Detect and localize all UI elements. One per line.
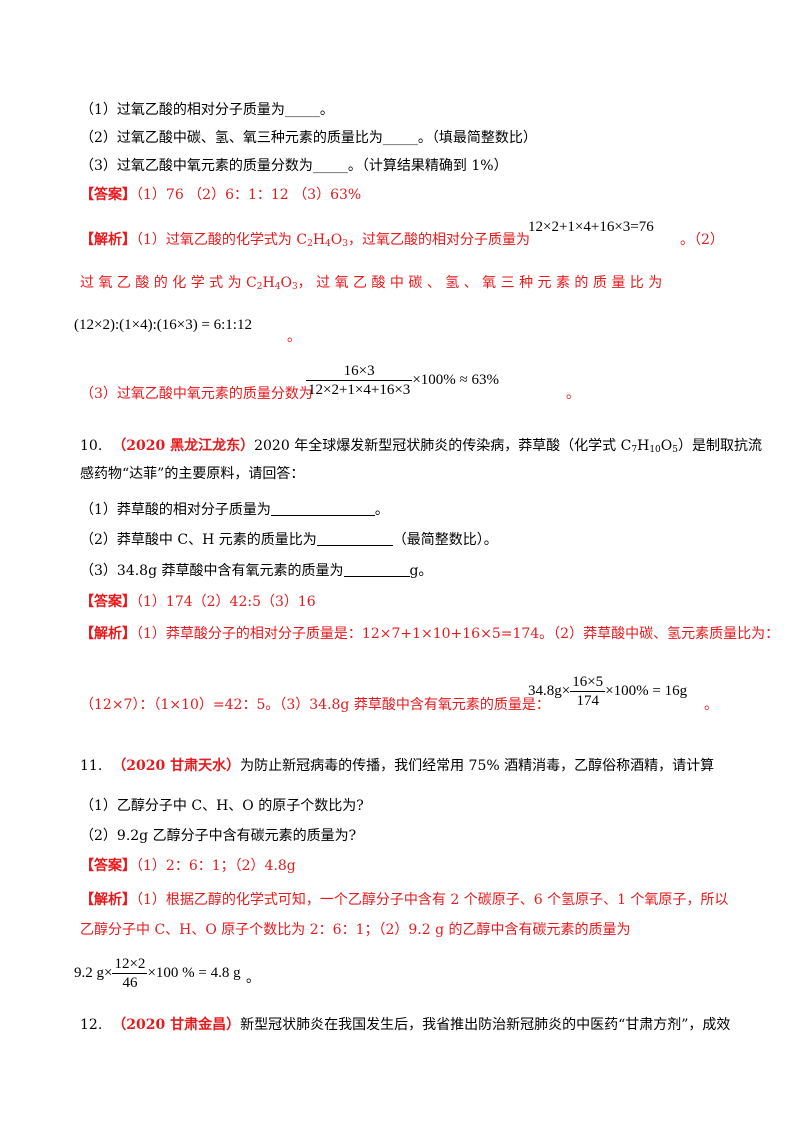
q11-formula-period: 。 xyxy=(246,970,260,986)
answer-tag: 【答案】 xyxy=(80,858,136,874)
q10-stem-line2: 感药物“达菲”的主要原料，请回答： xyxy=(80,466,305,482)
answer-text: （1）76 （2）6：1：12 （3）63% xyxy=(136,187,362,203)
q9-analysis-line2: 过 氧 乙 酸 的 化 学 式 为 C2H4O3， 过 氧 乙 酸 中 碳 、 … xyxy=(80,275,663,292)
q11-answer: 【答案】（1）2：6：1；（2）4.8g xyxy=(80,856,296,876)
question-number: 12. xyxy=(80,1017,103,1033)
q9-analysis-line3: （3）过氧乙酸中氧元素的质量分数为 xyxy=(80,386,313,402)
analysis-tag: 【解析】 xyxy=(80,892,136,908)
q10-formula-period: 。 xyxy=(704,697,718,713)
question-source: （2020 甘肃天水） xyxy=(112,758,241,774)
q11-analysis-line2: 乙醇分子中 C、H、O 原子个数比为 2：6：1；（2）9.2 g 的乙醇中含有… xyxy=(80,922,631,938)
q9-analysis-line1: 【解析】（1）过氧乙酸的化学式为 C2H4O3，过氧乙酸的相对分子质量为 xyxy=(80,232,530,249)
q10-stem-line1: 10.（2020 黑龙江龙东）2020 年全球爆发新型冠状肺炎的传染病，莽草酸（… xyxy=(80,438,762,455)
answer-blank[interactable] xyxy=(316,531,393,546)
q11-stem: 11.（2020 甘肃天水）为防止新冠病毒的传播，我们经常用 75% 酒精消毒，… xyxy=(80,758,715,774)
q9-fraction-period: 。 xyxy=(566,386,580,402)
answer-blank[interactable] xyxy=(343,562,410,577)
answer-tag: 【答案】 xyxy=(80,187,136,203)
q9-analysis-line1-end: 。（2） xyxy=(680,232,724,248)
q9-mw-formula: 12×2+1×4+16×3=76 xyxy=(528,219,654,235)
q11-part2: （2）9.2g 乙醇分子中含有碳元素的质量为? xyxy=(80,828,357,844)
question-source: （2020 甘肃金昌） xyxy=(112,1017,241,1033)
q9-ratio-period: 。 xyxy=(287,329,301,345)
q12-stem: 12.（2020 甘肃金昌）新型冠状肺炎在我国发生后，我省推出防治新冠肺炎的中医… xyxy=(80,1017,731,1033)
q10-part1: （1）莽草酸的相对分子质量为。 xyxy=(80,501,389,518)
q9-part3: （3）过氧乙酸中氧元素的质量分数为_____。（计算结果精确到 1%） xyxy=(80,158,508,174)
answer-text: （1）2：6：1；（2）4.8g xyxy=(136,858,296,874)
question-number: 11. xyxy=(80,758,103,774)
q9-answer: 【答案】（1）76 （2）6：1：12 （3）63% xyxy=(80,185,361,205)
answer-blank[interactable] xyxy=(270,501,375,516)
q10-analysis-line2: （12×7）：（1×10）=42：5。（3）34.8g 莽草酸中含有氧元素的质量… xyxy=(80,697,550,713)
question-number: 10. xyxy=(80,438,103,454)
q9-part2: （2）过氧乙酸中碳、氢、氧三种元素的质量比为_____。（填最简整数比） xyxy=(80,130,537,146)
q11-analysis-line1: 【解析】（1）根据乙醇的化学式可知，一个乙醇分子中含有 2 个碳原子、6 个氢原… xyxy=(80,892,729,908)
question-source: （2020 黑龙江龙东） xyxy=(112,438,255,454)
answer-text: （1）174（2）42:5（3）16 xyxy=(136,594,316,610)
analysis-tag: 【解析】 xyxy=(80,626,136,642)
q9-part1: （1）过氧乙酸的相对分子质量为_____。 xyxy=(80,102,334,118)
analysis-tag: 【解析】 xyxy=(80,232,136,248)
q10-part2: （2）莽草酸中 C、H 元素的质量比为（最简整数比）。 xyxy=(80,531,498,548)
q10-answer: 【答案】（1）174（2）42:5（3）16 xyxy=(80,592,316,612)
q9-ratio-formula: (12×2):(1×4):(16×3) = 6:1:12 xyxy=(74,317,252,333)
q11-part1: （1）乙醇分子中 C、H、O 的原子个数比为? xyxy=(80,798,364,814)
answer-tag: 【答案】 xyxy=(80,594,136,610)
q10-analysis-line1: 【解析】（1）莽草酸分子的相对分子质量是：12×7+1×10+16×5=174。… xyxy=(80,626,780,642)
